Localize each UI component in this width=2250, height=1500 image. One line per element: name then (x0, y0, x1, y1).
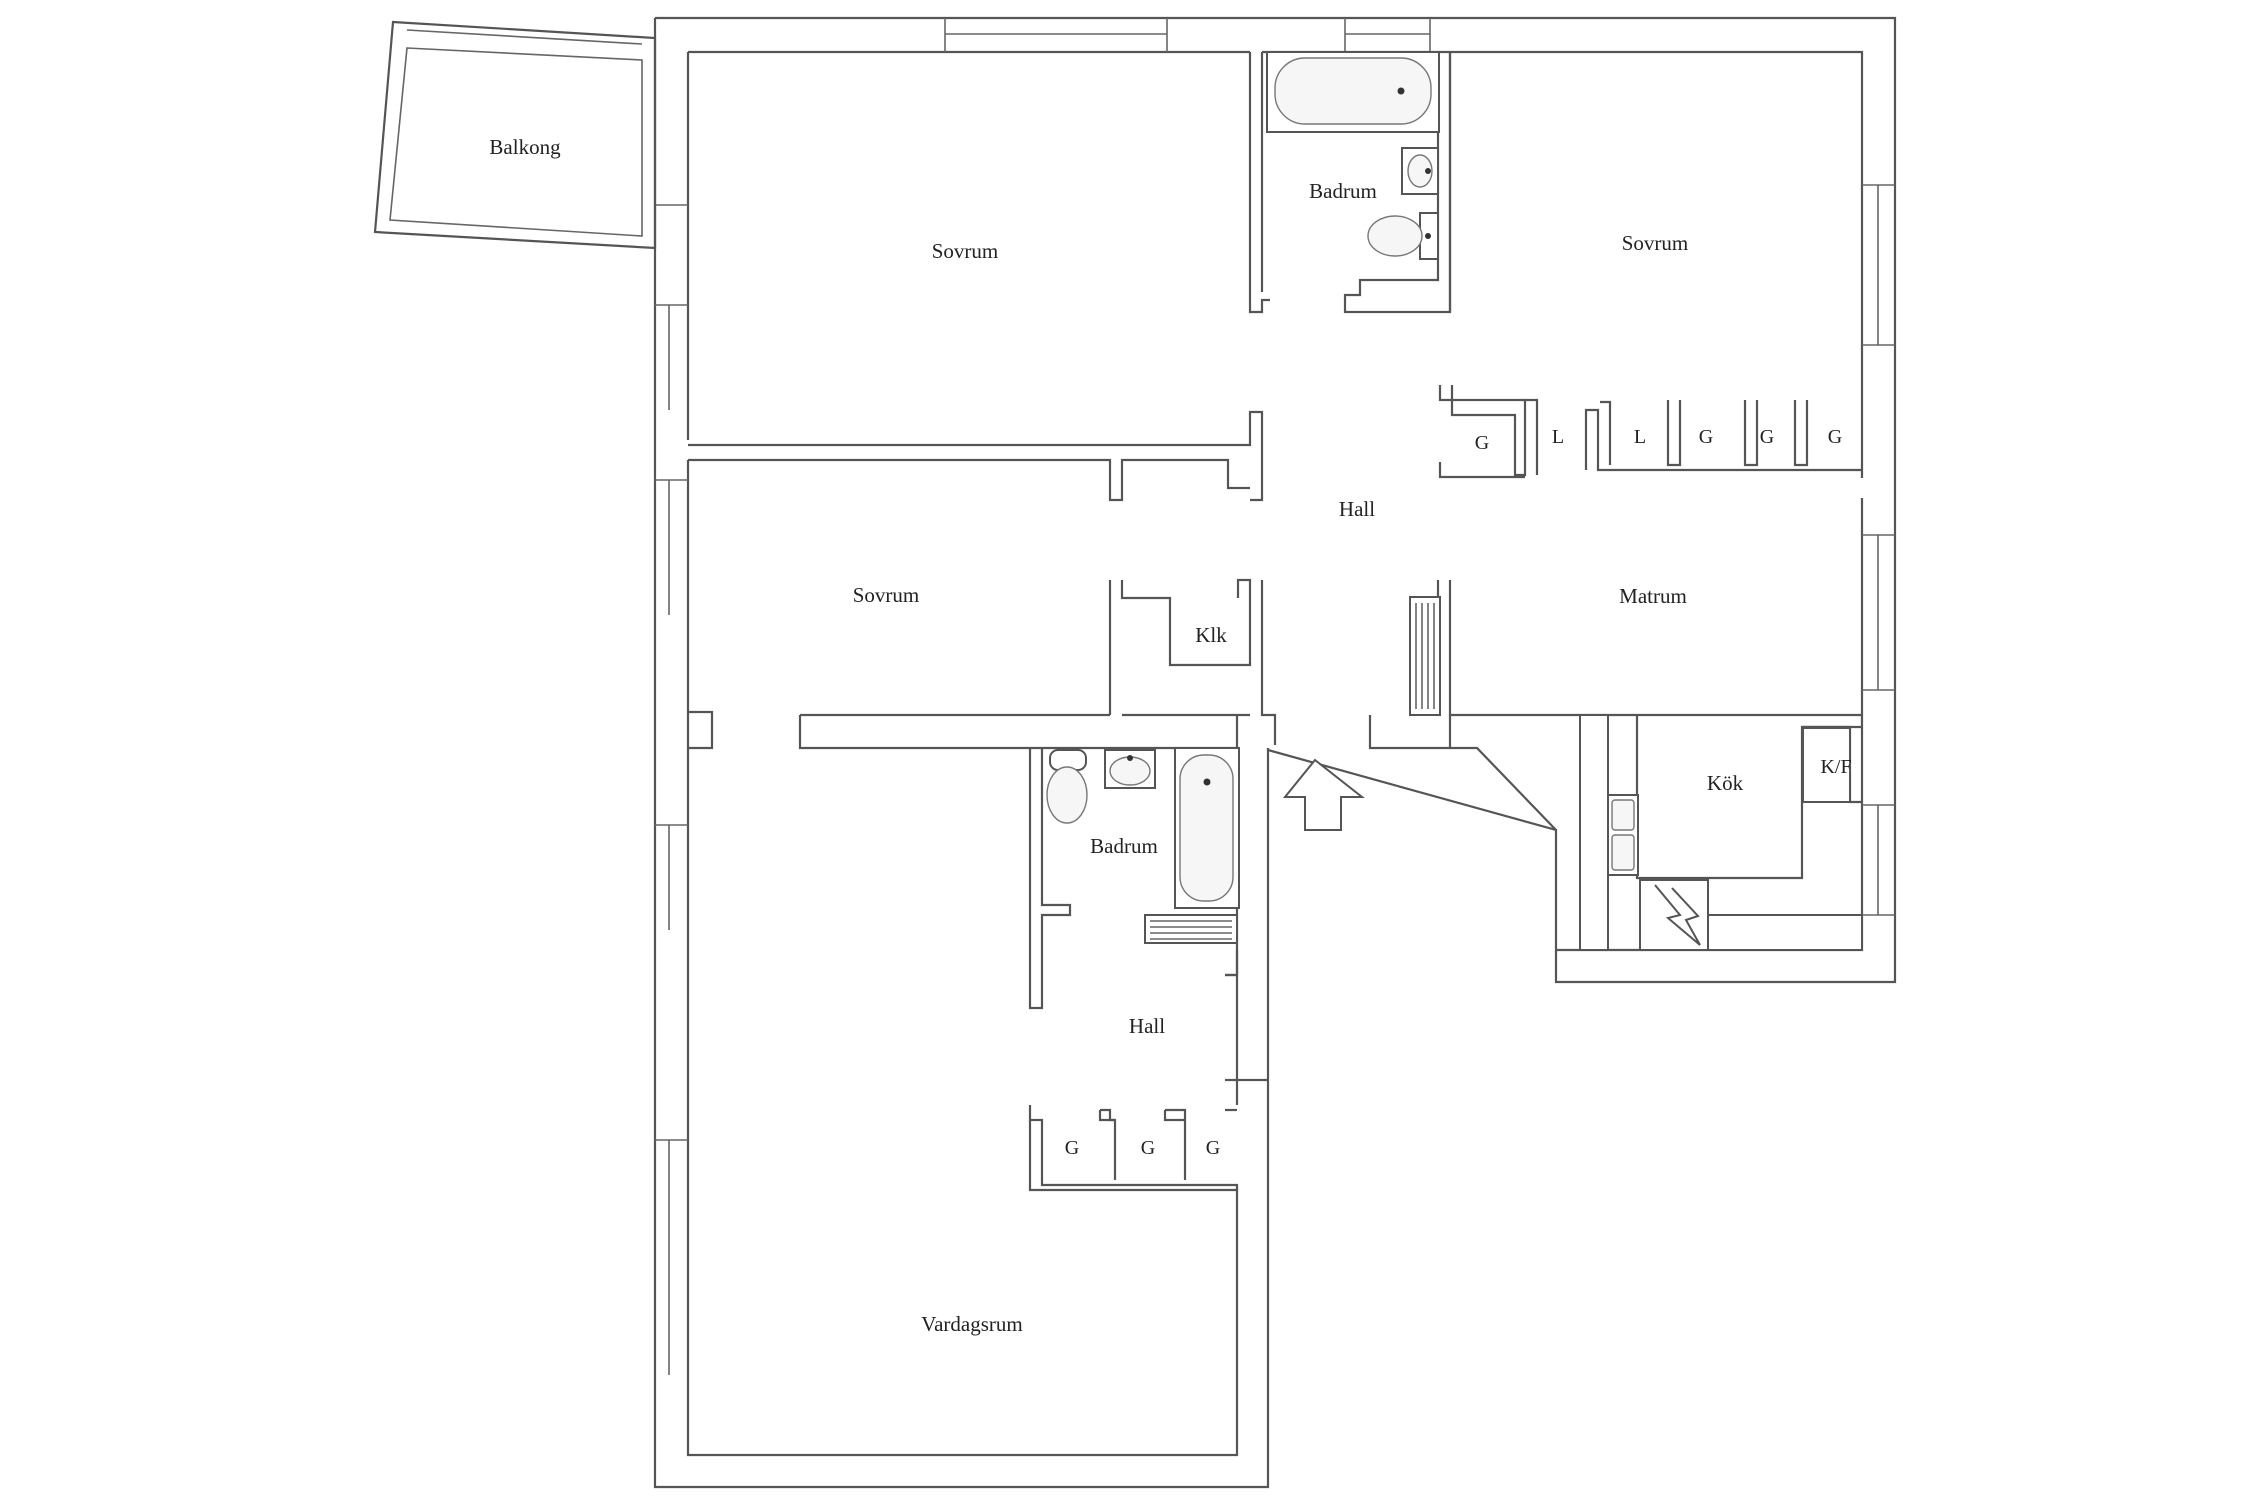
closet-label: L (1552, 426, 1564, 448)
closet-label: L (1634, 426, 1646, 448)
room-label-kok: Kök (1707, 771, 1744, 795)
room-label-matrum: Matrum (1619, 584, 1687, 608)
radiator-icon (1409, 596, 1441, 716)
bathtub-icon (1266, 51, 1440, 133)
room-label-vardagsrum: Vardagsrum (921, 1312, 1022, 1336)
interior-walls (688, 50, 1862, 1192)
closet-label: G (1065, 1137, 1079, 1159)
room-label-badrum-2: Badrum (1090, 834, 1158, 858)
room-labels: Balkong Sovrum Badrum Sovrum Hall Sovrum… (489, 135, 1851, 1336)
toilet-icon (1046, 749, 1088, 824)
room-label-sovrum-3: Sovrum (853, 583, 920, 607)
closet-label: G (1475, 432, 1489, 454)
room-label-hall-1: Hall (1339, 497, 1375, 521)
toilet-icon (1367, 212, 1439, 260)
closet-label: G (1828, 426, 1842, 448)
room-label-klk: Klk (1195, 623, 1227, 647)
bathroom-1-fixtures (1266, 51, 1440, 260)
bathtub-icon (1174, 747, 1240, 909)
closet-label: G (1141, 1137, 1155, 1159)
room-label-badrum-1: Badrum (1309, 179, 1377, 203)
closet-label: G (1760, 426, 1774, 448)
balcony (373, 20, 657, 250)
radiator-icon (1144, 914, 1238, 944)
room-label-hall-2: Hall (1129, 1014, 1165, 1038)
closet-label: G (1699, 426, 1713, 448)
room-label-kf: K/F (1820, 756, 1851, 778)
outer-walls (653, 16, 1897, 1489)
sink-icon (1104, 749, 1156, 789)
room-label-sovrum-1: Sovrum (932, 239, 999, 263)
room-label-sovrum-2: Sovrum (1622, 231, 1689, 255)
entrance-arrow-icon (1282, 758, 1365, 831)
kitchen-fixtures (1579, 714, 1863, 951)
sink-icon (1401, 147, 1439, 195)
closet-label: G (1206, 1137, 1220, 1159)
bathroom-2-fixtures (1046, 747, 1240, 944)
closet-labels: G L L G G G G G G (1065, 426, 1842, 1159)
lightning-icon (1654, 884, 1701, 946)
room-label-balkong: Balkong (489, 135, 561, 159)
